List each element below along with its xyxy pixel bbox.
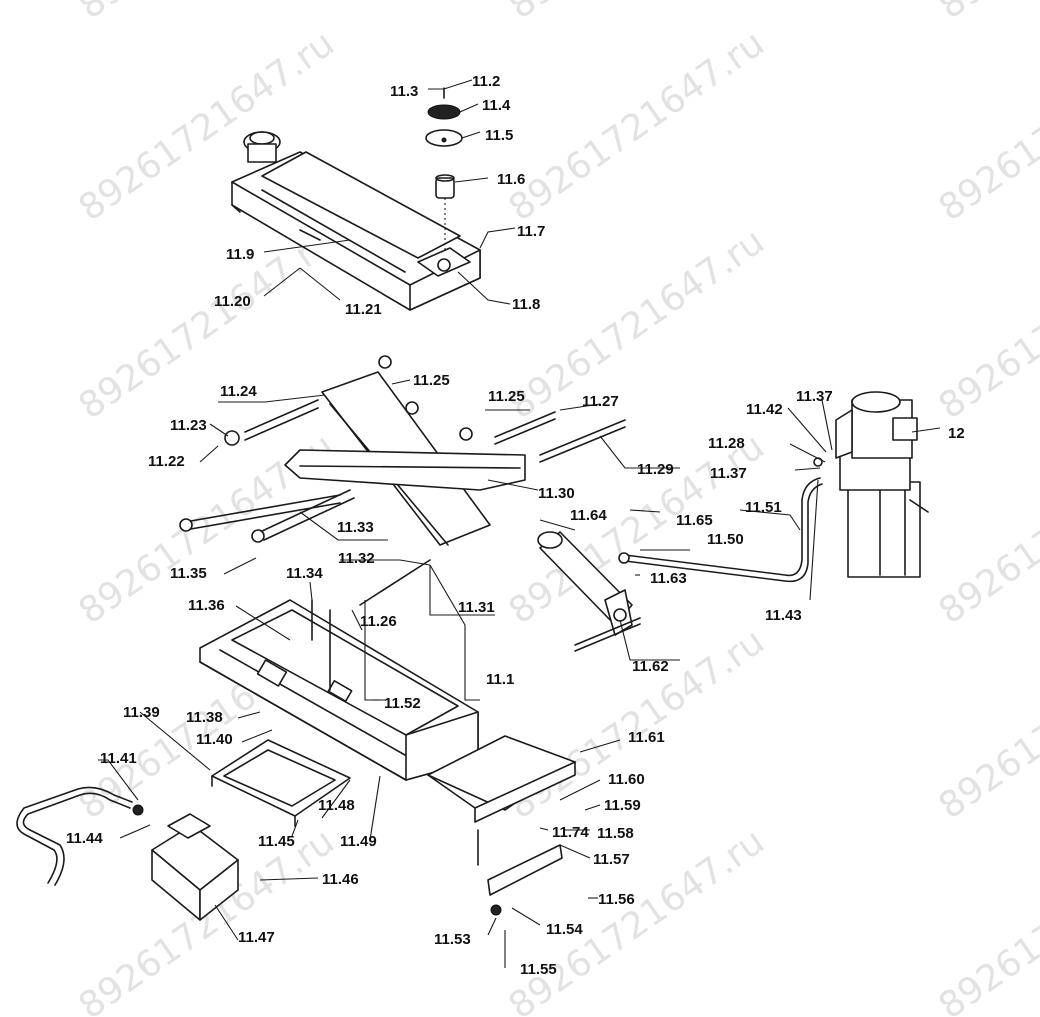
- part-label: 11.23: [170, 417, 207, 434]
- part-label: 11.37: [710, 465, 747, 482]
- watermark-text: 89261721647.ru: [932, 621, 1040, 827]
- part-label: 11.34: [286, 565, 323, 582]
- part-label: 11.7: [517, 223, 545, 240]
- part-label: 11.63: [650, 570, 687, 587]
- watermark-text: 89261721647.ru: [502, 23, 772, 229]
- watermark-text: 89261721647.ru: [932, 221, 1040, 427]
- part-label: 11.21: [345, 301, 382, 318]
- watermark-text: 89261721647.ru: [932, 0, 1040, 27]
- bent-rod: [16, 786, 144, 886]
- part-label: 11.57: [593, 851, 630, 868]
- part-label: 11.65: [676, 512, 713, 529]
- battery-box: [151, 813, 239, 921]
- part-label: 11.42: [746, 401, 783, 418]
- part-label: 11.50: [707, 531, 744, 548]
- part-label: 11.40: [196, 731, 233, 748]
- part-label: 11.43: [765, 607, 802, 624]
- watermark-text: 89261721647.ru: [502, 0, 772, 27]
- watermark-text: 89261721647.ru: [502, 221, 772, 427]
- part-label: 11.62: [632, 658, 669, 675]
- part-label: 12: [948, 425, 965, 442]
- part-label: 11.58: [597, 825, 634, 842]
- watermark-text: 89261721647.ru: [932, 426, 1040, 632]
- part-label: 11.3: [390, 83, 418, 100]
- part-label: 11.53: [434, 931, 471, 948]
- watermark-text: 89261721647.ru: [72, 221, 342, 427]
- part-label: 11.28: [708, 435, 745, 452]
- part-label: 11.54: [546, 921, 583, 938]
- part-label: 11.25: [413, 372, 450, 389]
- watermark-text: 89261721647.ru: [502, 426, 772, 632]
- part-label: 11.29: [637, 461, 674, 478]
- part-label: 11.4: [482, 97, 511, 114]
- part-label: 11.55: [520, 961, 557, 978]
- part-label: 11.32: [338, 550, 375, 567]
- part-label: 11.33: [337, 519, 374, 536]
- part-label: 11.22: [148, 453, 185, 470]
- part-label: 11.60: [608, 771, 645, 788]
- extension-arm: [427, 735, 576, 916]
- part-label: 11.8: [512, 296, 540, 313]
- part-label: 11.64: [570, 507, 607, 524]
- part-label: 11.74: [552, 824, 589, 841]
- part-label: 11.2: [472, 73, 500, 90]
- part-label: 11.39: [123, 704, 160, 721]
- part-label: 11.47: [238, 929, 275, 946]
- watermark-text: 89261721647.ru: [932, 821, 1040, 1017]
- base-frame: [199, 599, 479, 781]
- part-label: 11.45: [258, 833, 295, 850]
- part-label: 11.24: [220, 383, 257, 400]
- part-label: 11.27: [582, 393, 619, 410]
- part-label: 11.59: [604, 797, 641, 814]
- part-label: 11.25: [488, 388, 525, 405]
- part-label: 11.52: [384, 695, 421, 712]
- part-label: 11.56: [598, 891, 635, 908]
- part-label: 11.37: [796, 388, 833, 405]
- hydraulic-cylinder: [537, 531, 641, 652]
- part-label: 11.38: [186, 709, 223, 726]
- part-label: 11.26: [360, 613, 397, 630]
- scissor-mechanism: [179, 355, 626, 606]
- part-label: 11.9: [226, 246, 254, 263]
- part-label: 11.5: [485, 127, 513, 144]
- watermark-text: 89261721647.ru: [72, 0, 342, 27]
- part-label: 11.51: [745, 499, 782, 516]
- part-label: 11.44: [66, 830, 103, 847]
- pump-unit: [835, 391, 929, 578]
- part-label: 11.41: [100, 750, 137, 767]
- watermark-text: 89261721647.ru: [502, 821, 772, 1017]
- part-label: 11.6: [497, 171, 525, 188]
- tray: [211, 739, 351, 827]
- part-label: 11.35: [170, 565, 207, 582]
- callout-labels: 11.3 11.2 11.4 11.5 11.6 11.7 11.8 11.9 11.20 11.…: [66, 73, 965, 978]
- part-label: 11.48: [318, 797, 355, 814]
- leader-lines: [98, 79, 941, 968]
- part-label: 11.30: [538, 485, 575, 502]
- part-label: 11.31: [458, 599, 495, 616]
- part-label: 11.20: [214, 293, 251, 310]
- part-label: 11.49: [340, 833, 377, 850]
- watermark-text: 89261721647.ru: [932, 23, 1040, 229]
- lift-pad-assembly: [231, 131, 481, 311]
- part-label: 11.61: [628, 729, 665, 746]
- part-label: 11.1: [486, 671, 514, 688]
- part-label: 11.36: [188, 597, 225, 614]
- hydraulic-hose: [618, 457, 823, 583]
- part-label: 11.46: [322, 871, 359, 888]
